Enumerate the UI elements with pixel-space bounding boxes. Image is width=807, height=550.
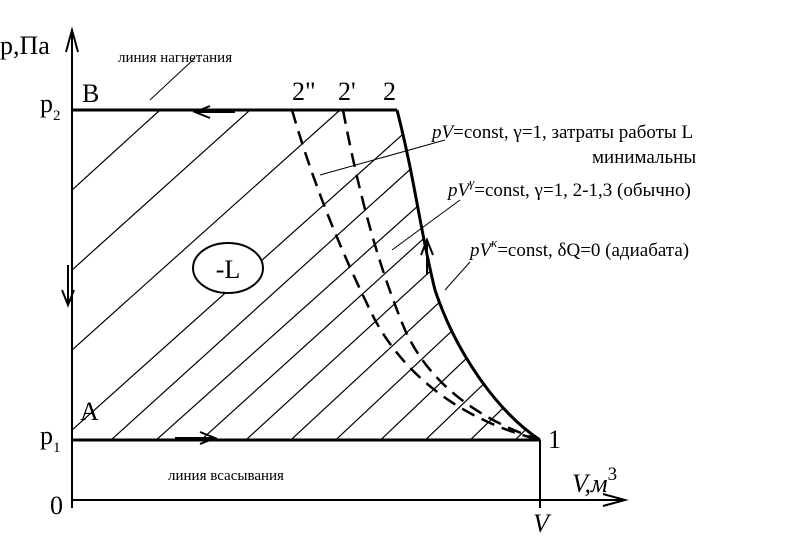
axes (65, 26, 629, 508)
p2-label: p2 (40, 89, 61, 124)
discharge-line-label: линия нагнетания (118, 50, 232, 66)
origin-label: 0 (50, 491, 63, 520)
suction-line-label: линия всасывания (168, 468, 284, 484)
polytropic-curve (341, 109, 541, 442)
x-axis-arrow (602, 493, 629, 507)
isothermal-annotation-line2: минимальны (592, 147, 696, 168)
adiabatic-curve (395, 109, 541, 442)
y-axis-label: р,Па (0, 31, 50, 60)
polytropic-annotation: pVγ=const, γ=1, 2-1,3 (обычно) (446, 175, 691, 201)
point-b: B (82, 79, 99, 108)
point-2-prime: 2' (338, 77, 356, 106)
point-2: 2 (383, 77, 396, 106)
y-axis-arrow (65, 26, 79, 53)
point-1: 1 (548, 425, 561, 454)
work-ellipse (192, 242, 264, 294)
leader-lines (149, 57, 471, 291)
isothermal-curve (290, 109, 541, 442)
isothermal-annotation: pV=const, γ=1, затраты работы L (430, 122, 693, 143)
work-label: -L (216, 255, 241, 284)
direction-arrows (61, 105, 434, 445)
point-a: A (80, 397, 99, 426)
adiabatic-annotation: pVк=const, δQ=0 (адиабата) (468, 235, 689, 261)
x-axis-label: V,м3 (572, 464, 617, 498)
p1-label: p1 (40, 421, 61, 456)
process-lines (72, 108, 541, 442)
point-2-double-prime: 2" (292, 77, 316, 106)
v-tick-label: V (533, 509, 552, 538)
